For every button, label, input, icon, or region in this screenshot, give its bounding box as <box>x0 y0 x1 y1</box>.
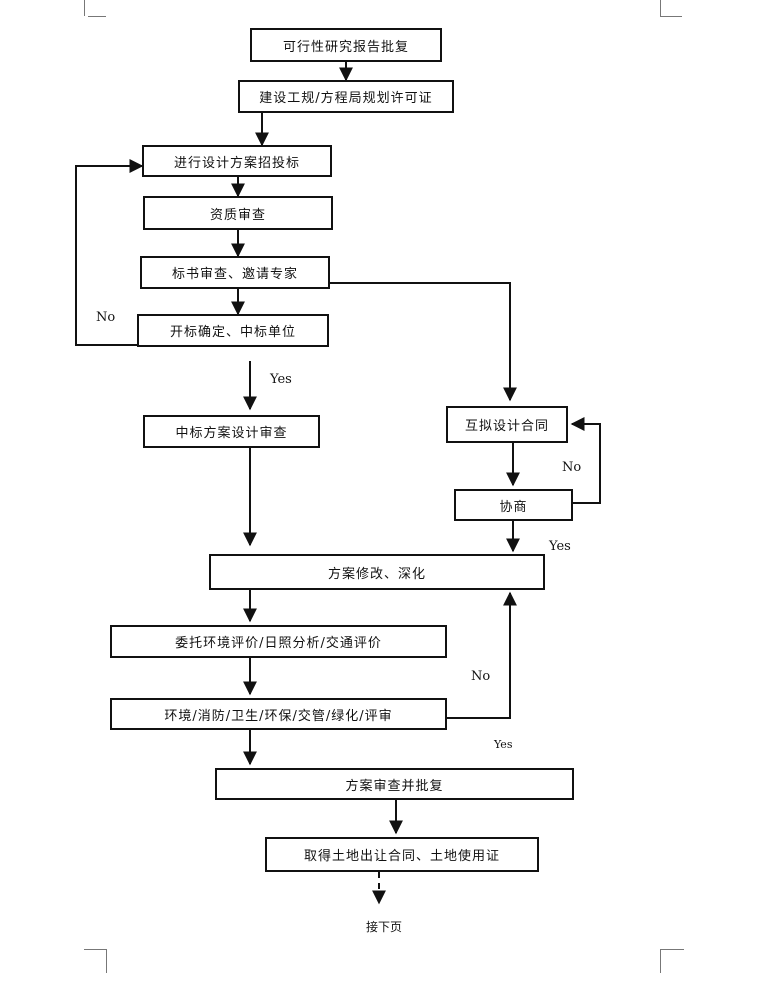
step-bid-opening: 开标确定、中标单位 <box>137 314 329 347</box>
label-yes-contract: Yes <box>549 539 571 554</box>
corner-mark-bottom-right-v <box>660 949 661 973</box>
label-yes-review: Yes <box>494 738 513 751</box>
arrow-bid-review-to-contract <box>330 282 517 402</box>
step-department-review: 环境/消防/卫生/环保/交管/绿化/评审 <box>110 698 447 730</box>
corner-mark-top-right-h <box>660 16 682 17</box>
corner-mark-bottom-left-v <box>106 949 107 973</box>
step-bid-review: 标书审查、邀请专家 <box>140 256 330 289</box>
step-plan-revision: 方案修改、深化 <box>209 554 545 590</box>
step-land-certificate: 取得土地出让合同、土地使用证 <box>265 837 539 872</box>
continued-next-page: 接下页 <box>366 920 403 934</box>
step-feasibility-approval: 可行性研究报告批复 <box>250 28 442 62</box>
label-no-contract: No <box>562 460 582 475</box>
step-negotiation: 协商 <box>454 489 573 521</box>
corner-mark-top-left-h <box>88 16 106 17</box>
step-planning-permit: 建设工规/方程局规划许可证 <box>238 80 454 113</box>
label-no-tender: No <box>96 310 116 325</box>
step-plan-approval: 方案审查并批复 <box>215 768 574 800</box>
label-yes-tender: Yes <box>270 372 292 387</box>
loop-no-revise <box>447 591 517 719</box>
label-no-review: No <box>471 669 491 684</box>
corner-mark-top-right <box>660 0 661 16</box>
step-design-contract: 互拟设计合同 <box>446 406 568 443</box>
corner-mark-bottom-right <box>660 949 684 950</box>
step-qualification-review: 资质审查 <box>143 196 333 230</box>
step-winning-design-review: 中标方案设计审查 <box>143 415 320 448</box>
loop-no-renegotiate <box>570 417 601 504</box>
step-design-tender: 进行设计方案招投标 <box>142 145 332 177</box>
corner-mark-bottom-left <box>84 949 106 950</box>
loop-no-retender <box>75 159 144 346</box>
step-env-evaluation: 委托环境评价/日照分析/交通评价 <box>110 625 447 658</box>
corner-mark-top-left <box>84 0 85 16</box>
